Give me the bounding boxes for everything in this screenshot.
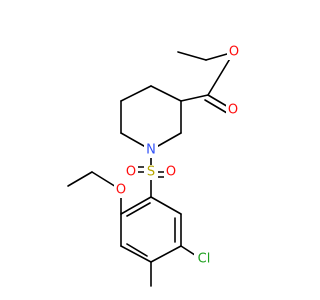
sulfonyl-left-oxygen-label: O — [126, 165, 136, 180]
ethoxy-oxygen-label: O — [116, 183, 126, 198]
bond-carbonyl-ring — [180, 94, 209, 102]
bond-benzene-6-1-inner — [126, 202, 151, 217]
chlorine-label: Cl — [198, 252, 211, 267]
bond-benzene-1-2 — [150, 196, 182, 215]
bond-carbonyl-o-2 — [204, 99, 228, 114]
ester-double-oxygen-label: O — [228, 103, 238, 118]
atom-sulfur: S — [144, 165, 158, 180]
bond-ethoxy-ch2-ch3 — [67, 171, 93, 187]
molecule-structure-diagram: O O N S O O O Cl — [67, 45, 241, 287]
atom-ester-single-oxygen: O — [227, 45, 241, 60]
atom-ester-double-oxygen: O — [226, 103, 240, 118]
atom-sulfonyl-left-oxygen: O — [124, 165, 138, 180]
atom-chlorine: Cl — [194, 252, 214, 267]
atom-sulfonyl-right-oxygen: O — [164, 165, 178, 180]
atom-nitrogen: N — [144, 143, 158, 158]
atom-ethoxy-oxygen: O — [114, 183, 128, 198]
bond-ring-c3-c4 — [150, 85, 182, 102]
atom-labels: O O N S O O O Cl — [114, 45, 241, 267]
bond-benzene-3-4 — [150, 245, 182, 263]
sulfonyl-right-oxygen-label: O — [166, 165, 176, 180]
bond-ethyl-ch3-ch2 — [177, 51, 207, 61]
bond-benzene-6-1 — [120, 196, 152, 215]
bond-benzene-4-5 — [120, 245, 152, 263]
nitrogen-label: N — [146, 143, 156, 158]
sulfur-label: S — [147, 165, 155, 180]
bond-ring-c4-c5 — [120, 85, 152, 102]
ester-single-oxygen-label: O — [229, 45, 239, 60]
bond-benzene-4-5-inner — [126, 243, 148, 257]
